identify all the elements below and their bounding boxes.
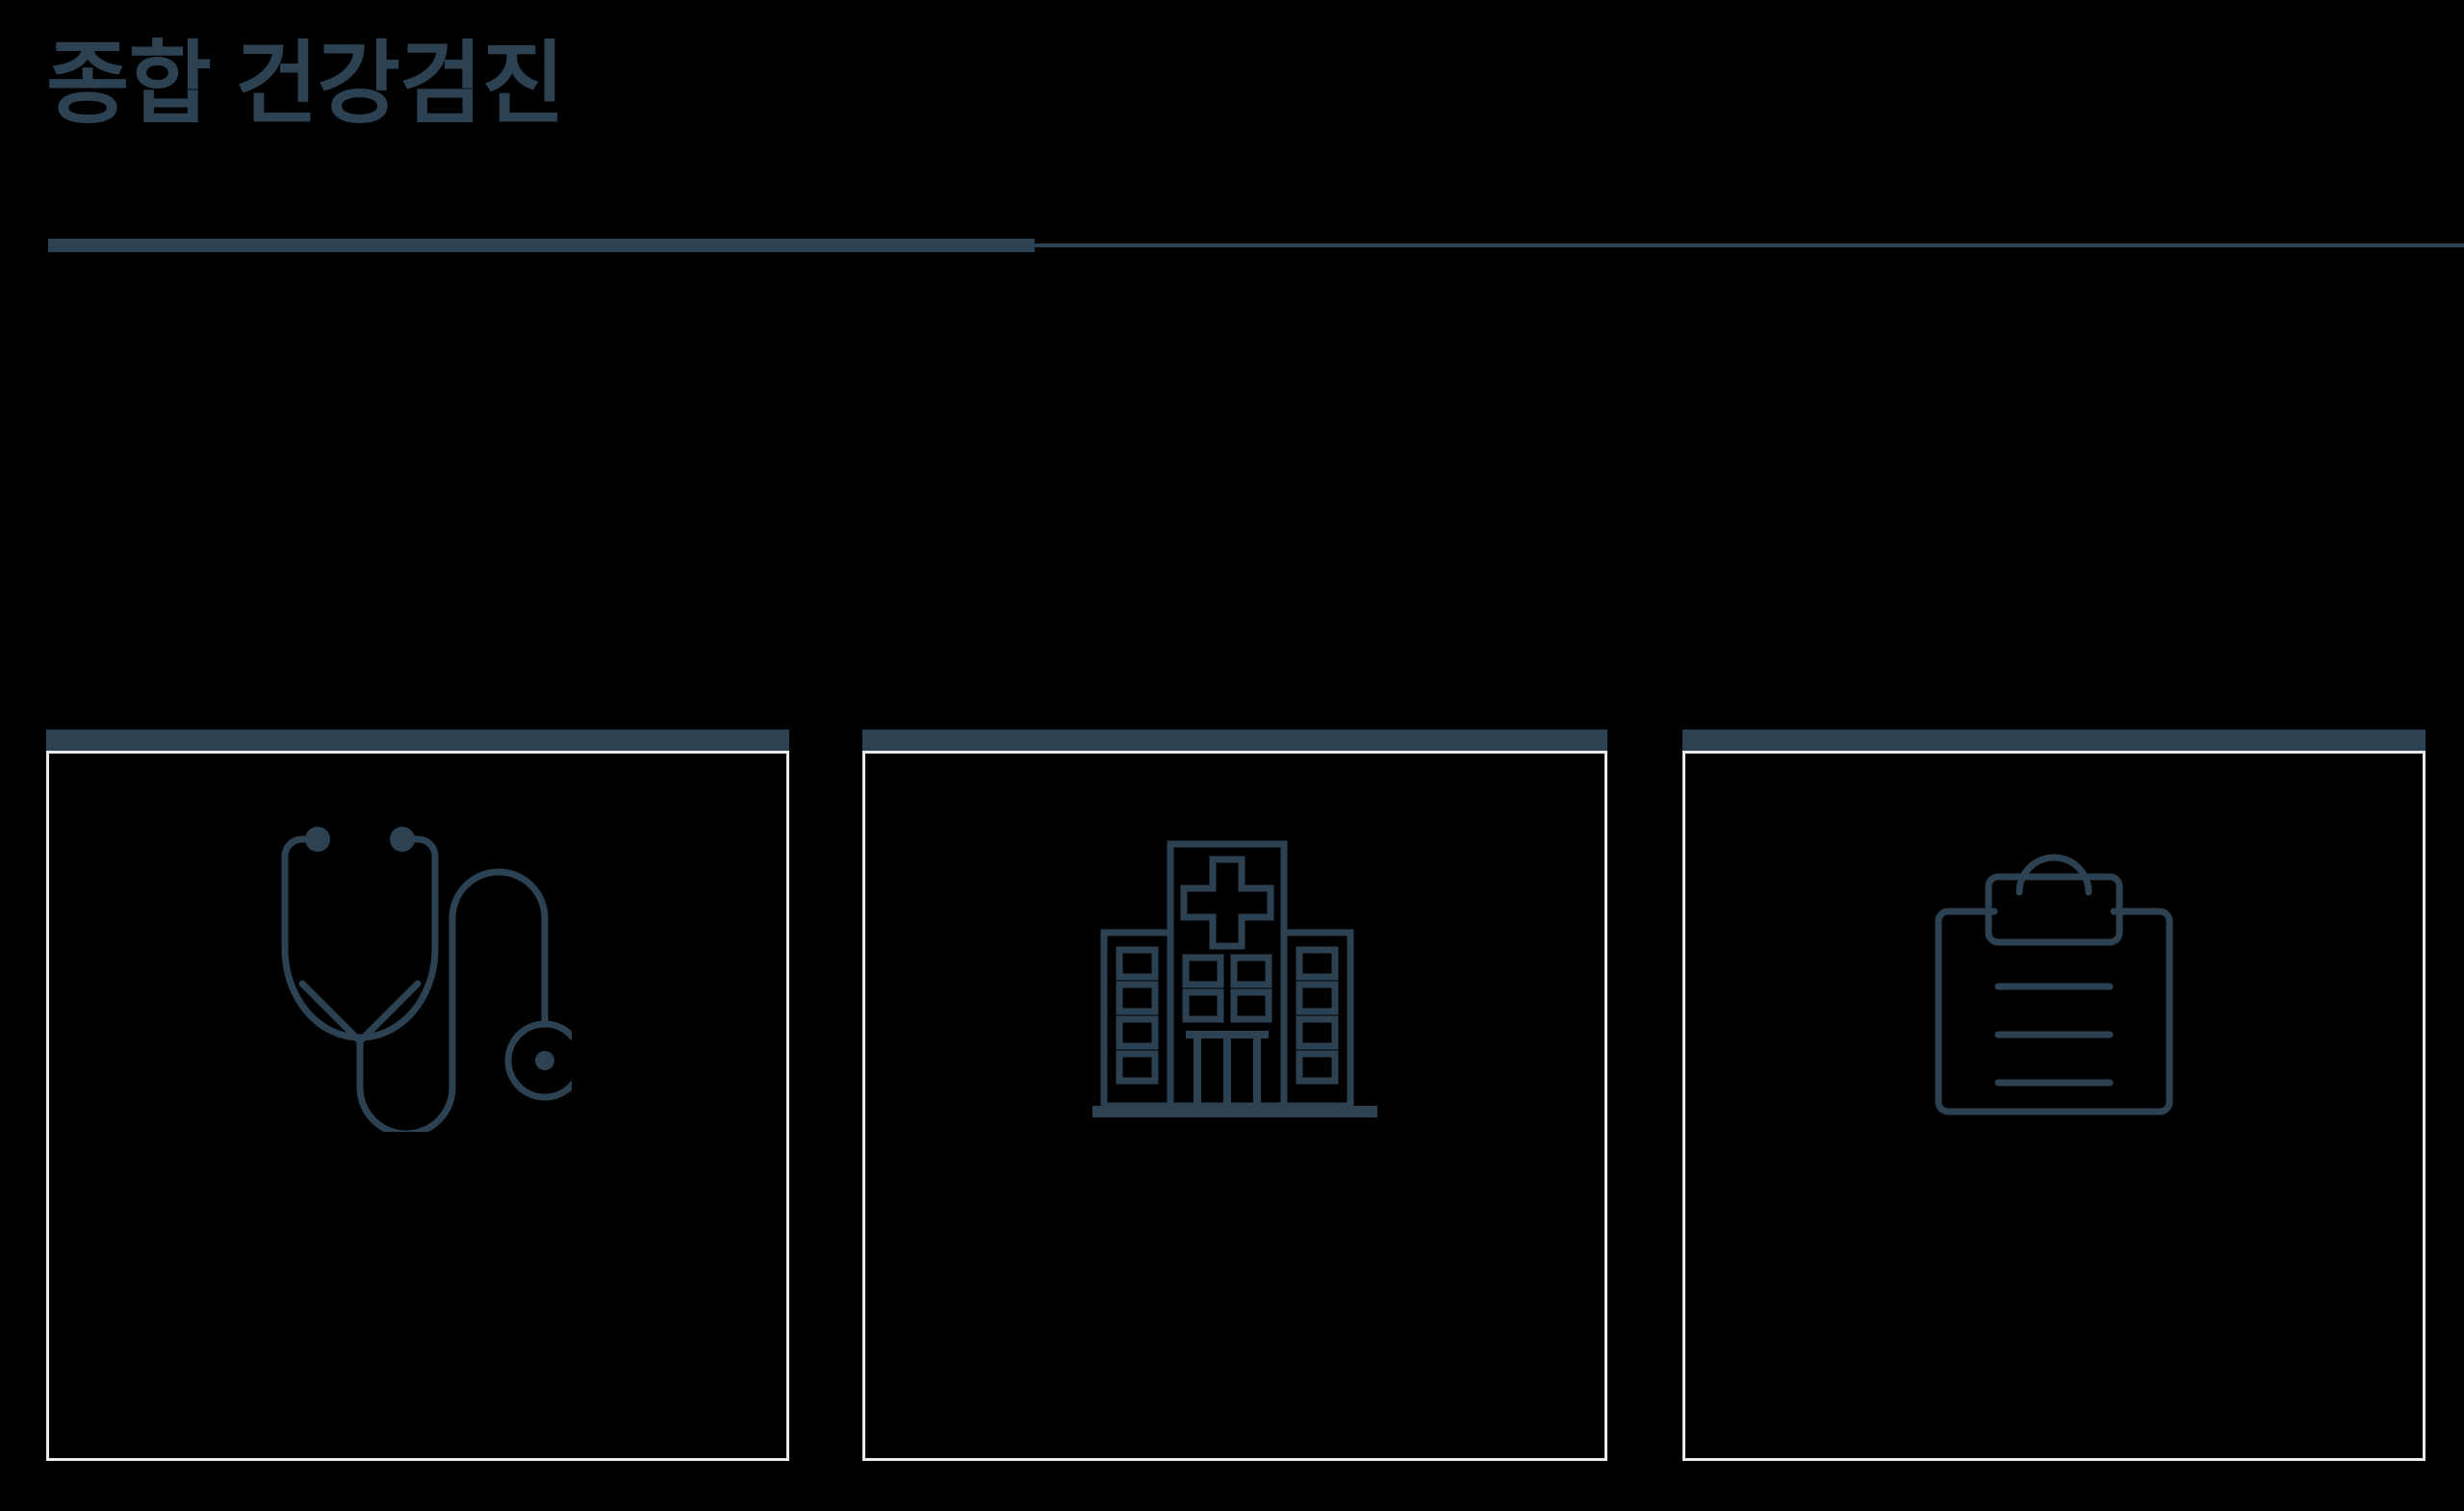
card-icon-container [49,809,786,1137]
hospital-building-icon [1092,840,1377,1117]
card-top-accent-bar [1682,730,2426,751]
card-body [862,751,1607,1461]
card-body [1682,751,2426,1461]
page-title: 종합 건강검진 [46,33,565,134]
card-stethoscope[interactable] [46,730,789,1461]
card-clipboard[interactable] [1682,730,2426,1461]
divider-accent-segment [48,239,1035,252]
divider-thin-rule [48,243,2464,247]
card-body [46,751,789,1461]
card-hospital[interactable] [862,730,1607,1461]
card-icon-container [865,813,1604,1140]
card-top-accent-bar [862,730,1607,751]
title-divider [0,239,2464,252]
clipboard-icon [1935,854,2173,1115]
card-icon-container [1685,813,2423,1140]
card-row [0,730,2464,1463]
card-top-accent-bar [46,730,789,751]
stethoscope-icon [281,827,572,1132]
